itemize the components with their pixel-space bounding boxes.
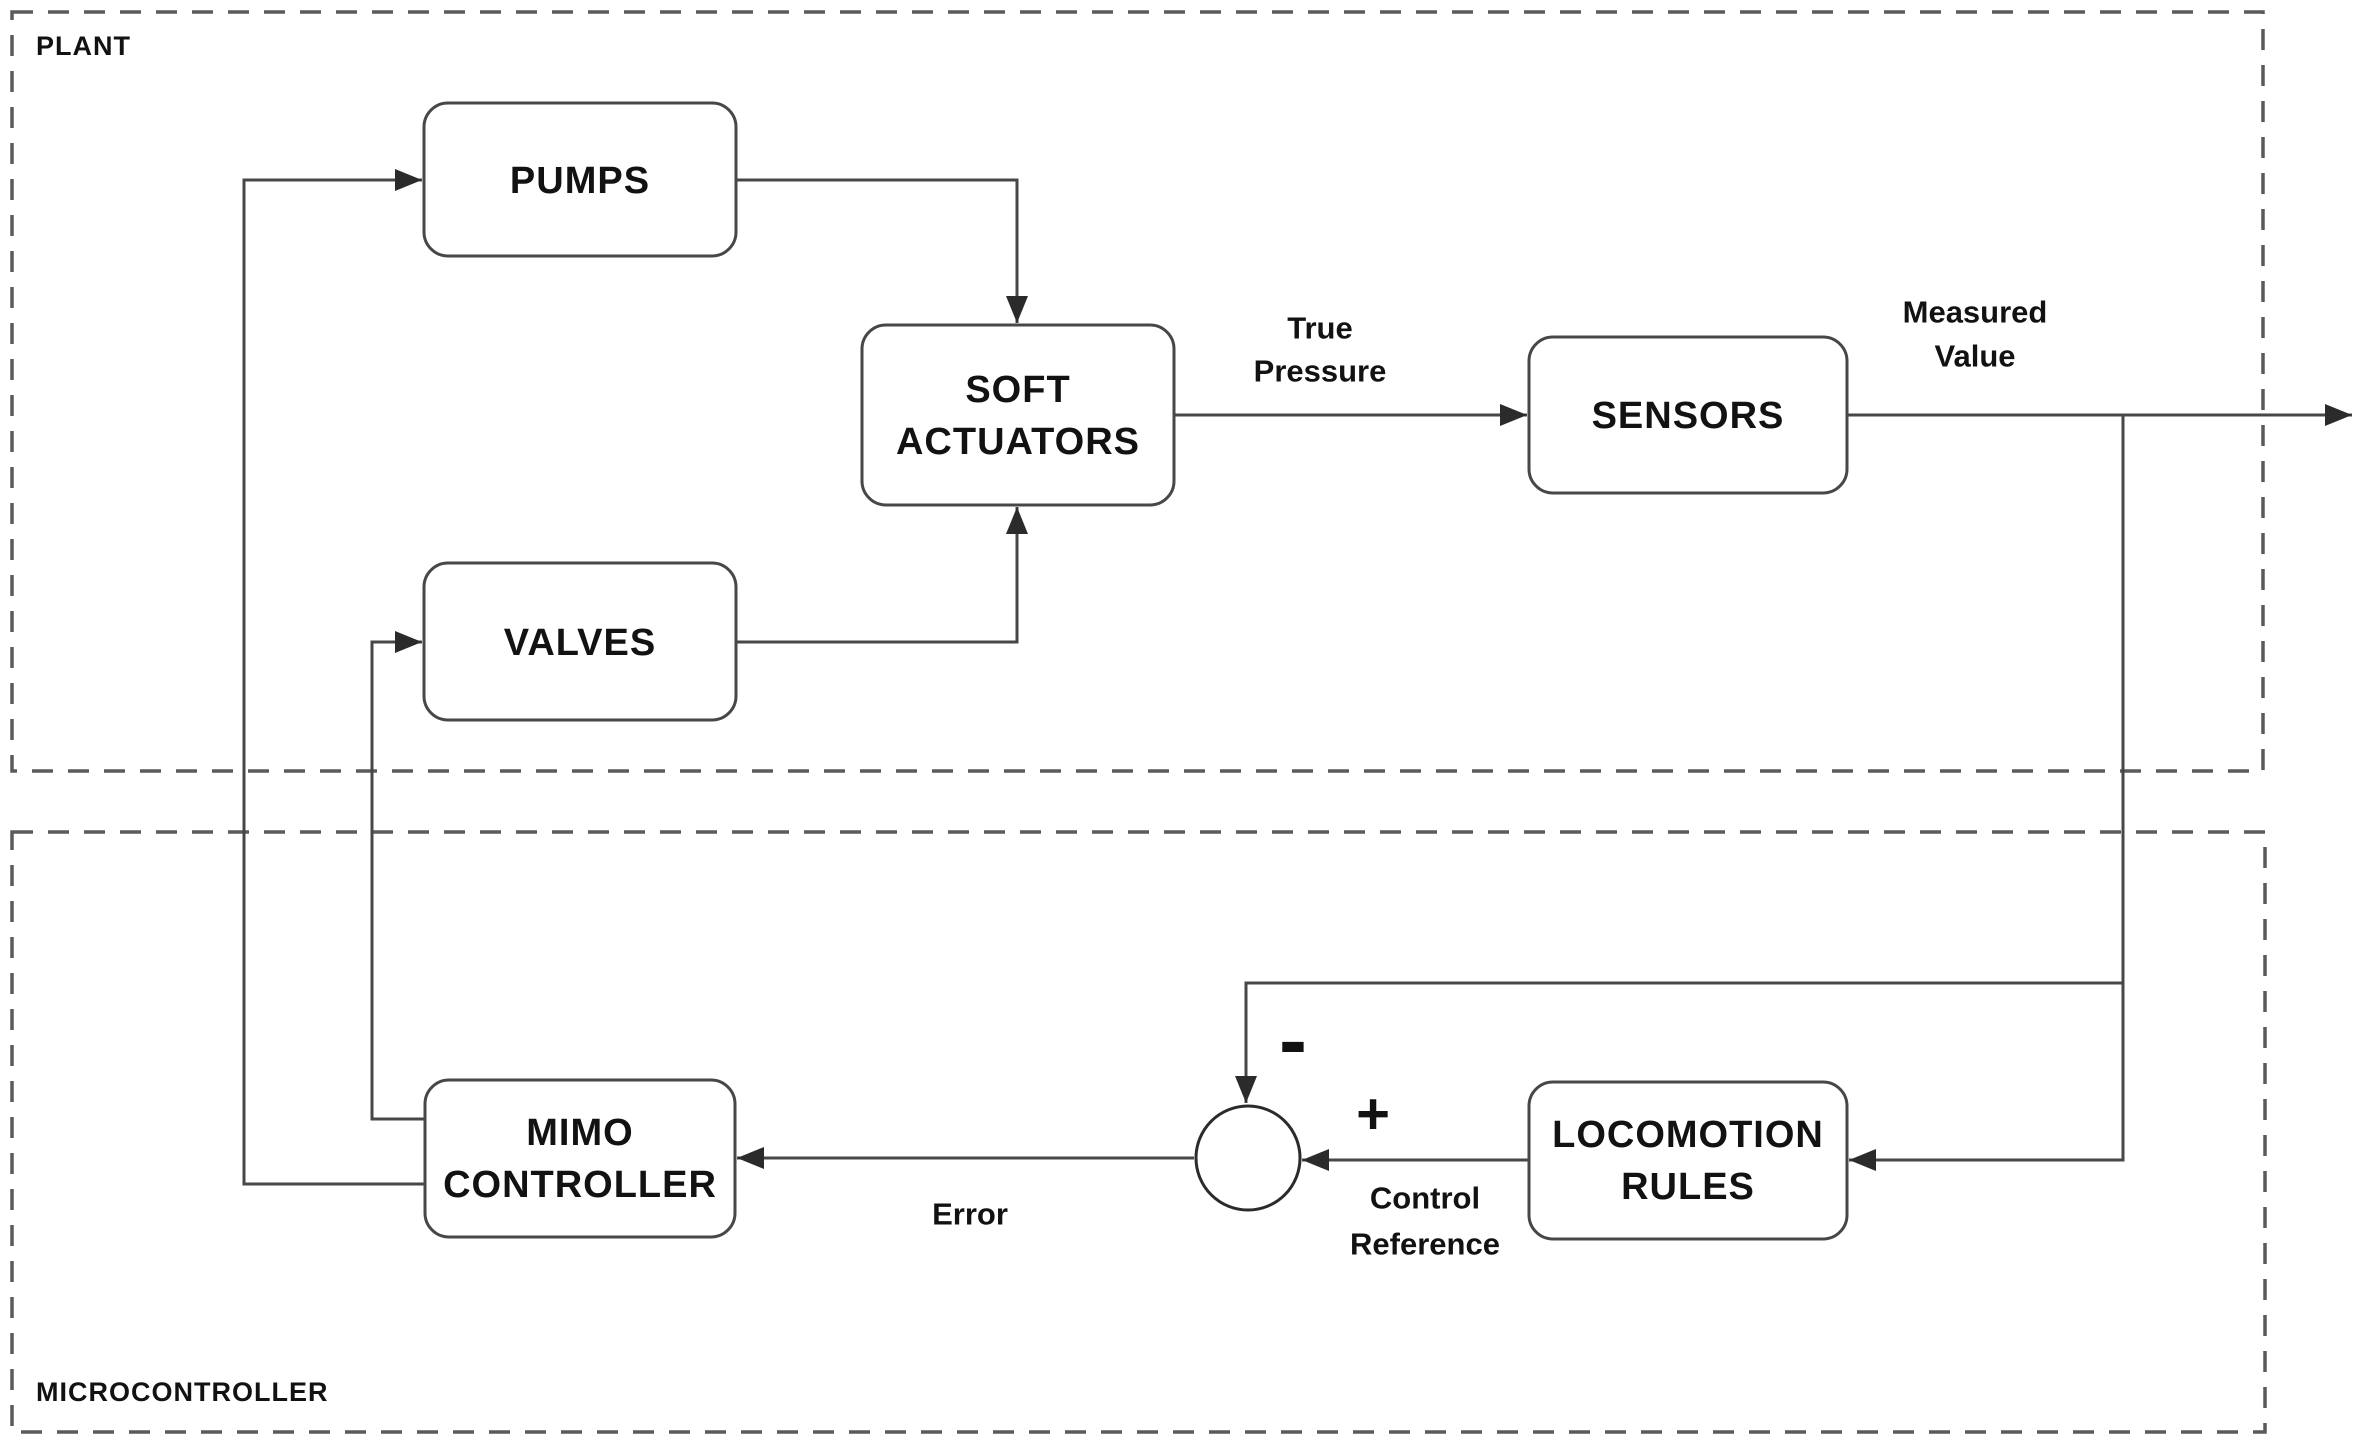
minus-sign: - — [1279, 993, 1307, 1087]
block-valves: VALVES — [422, 561, 738, 722]
block-soft-actuators-shape — [860, 323, 1176, 507]
error-label: Error — [932, 1197, 1008, 1232]
block-valves-label: VALVES — [504, 622, 656, 664]
block-mimo-controller: MIMO CONTROLLER — [423, 1078, 737, 1239]
connector-feedback-to-locomotion-rules — [1849, 415, 2125, 1171]
block-sensors-label: SENSORS — [1592, 395, 1785, 437]
control-reference-label: Control Reference — [1350, 1181, 1500, 1262]
connector-mimo-controller-to-valves — [370, 631, 425, 1121]
block-mimo-controller-label-line2: CONTROLLER — [443, 1164, 717, 1206]
block-mimo-controller-label-line1: MIMO — [526, 1112, 633, 1154]
block-pumps: PUMPS — [422, 101, 738, 258]
block-pumps-shape — [422, 101, 738, 258]
block-locomotion-rules-label-line1: LOCOMOTION — [1552, 1114, 1824, 1156]
plus-sign: + — [1356, 1082, 1390, 1147]
connector-pumps-to-soft-actuators — [736, 178, 1028, 323]
block-mimo-controller-shape — [423, 1078, 737, 1239]
plant-region-label: PLANT — [36, 31, 131, 61]
block-soft-actuators: SOFT ACTUATORS — [860, 323, 1176, 507]
control-reference-label-line1: Control — [1370, 1181, 1480, 1216]
block-soft-actuators-label-line1: SOFT — [965, 369, 1070, 411]
block-locomotion-rules-label-line2: RULES — [1621, 1166, 1755, 1208]
block-locomotion-rules: LOCOMOTION RULES — [1527, 1080, 1849, 1241]
block-pumps-label: PUMPS — [510, 160, 650, 202]
measured-value-label-line1: Measured — [1903, 295, 2048, 330]
summing-junction — [1194, 1104, 1302, 1212]
plant-region-border — [10, 10, 2265, 773]
microcontroller-region-label: MICROCONTROLLER — [36, 1377, 328, 1407]
true-pressure-label-line1: True — [1287, 311, 1352, 346]
block-sensors: SENSORS — [1527, 335, 1849, 495]
microcontroller-region-border — [10, 830, 2267, 1434]
connector-feedback-to-summing-junction — [1235, 981, 2123, 1103]
connector-mimo-controller-to-pumps — [242, 169, 425, 1186]
block-valves-shape — [422, 561, 738, 722]
connector-valves-to-soft-actuators — [736, 507, 1028, 644]
true-pressure-label-line2: Pressure — [1254, 354, 1387, 389]
measured-value-label: Measured Value — [1903, 295, 2048, 374]
control-reference-label-line2: Reference — [1350, 1227, 1500, 1262]
measured-value-label-line2: Value — [1935, 339, 2016, 374]
true-pressure-label: True Pressure — [1254, 311, 1387, 389]
block-soft-actuators-label-line2: ACTUATORS — [896, 421, 1140, 463]
block-sensors-shape — [1527, 335, 1849, 495]
block-locomotion-rules-shape — [1527, 1080, 1849, 1241]
